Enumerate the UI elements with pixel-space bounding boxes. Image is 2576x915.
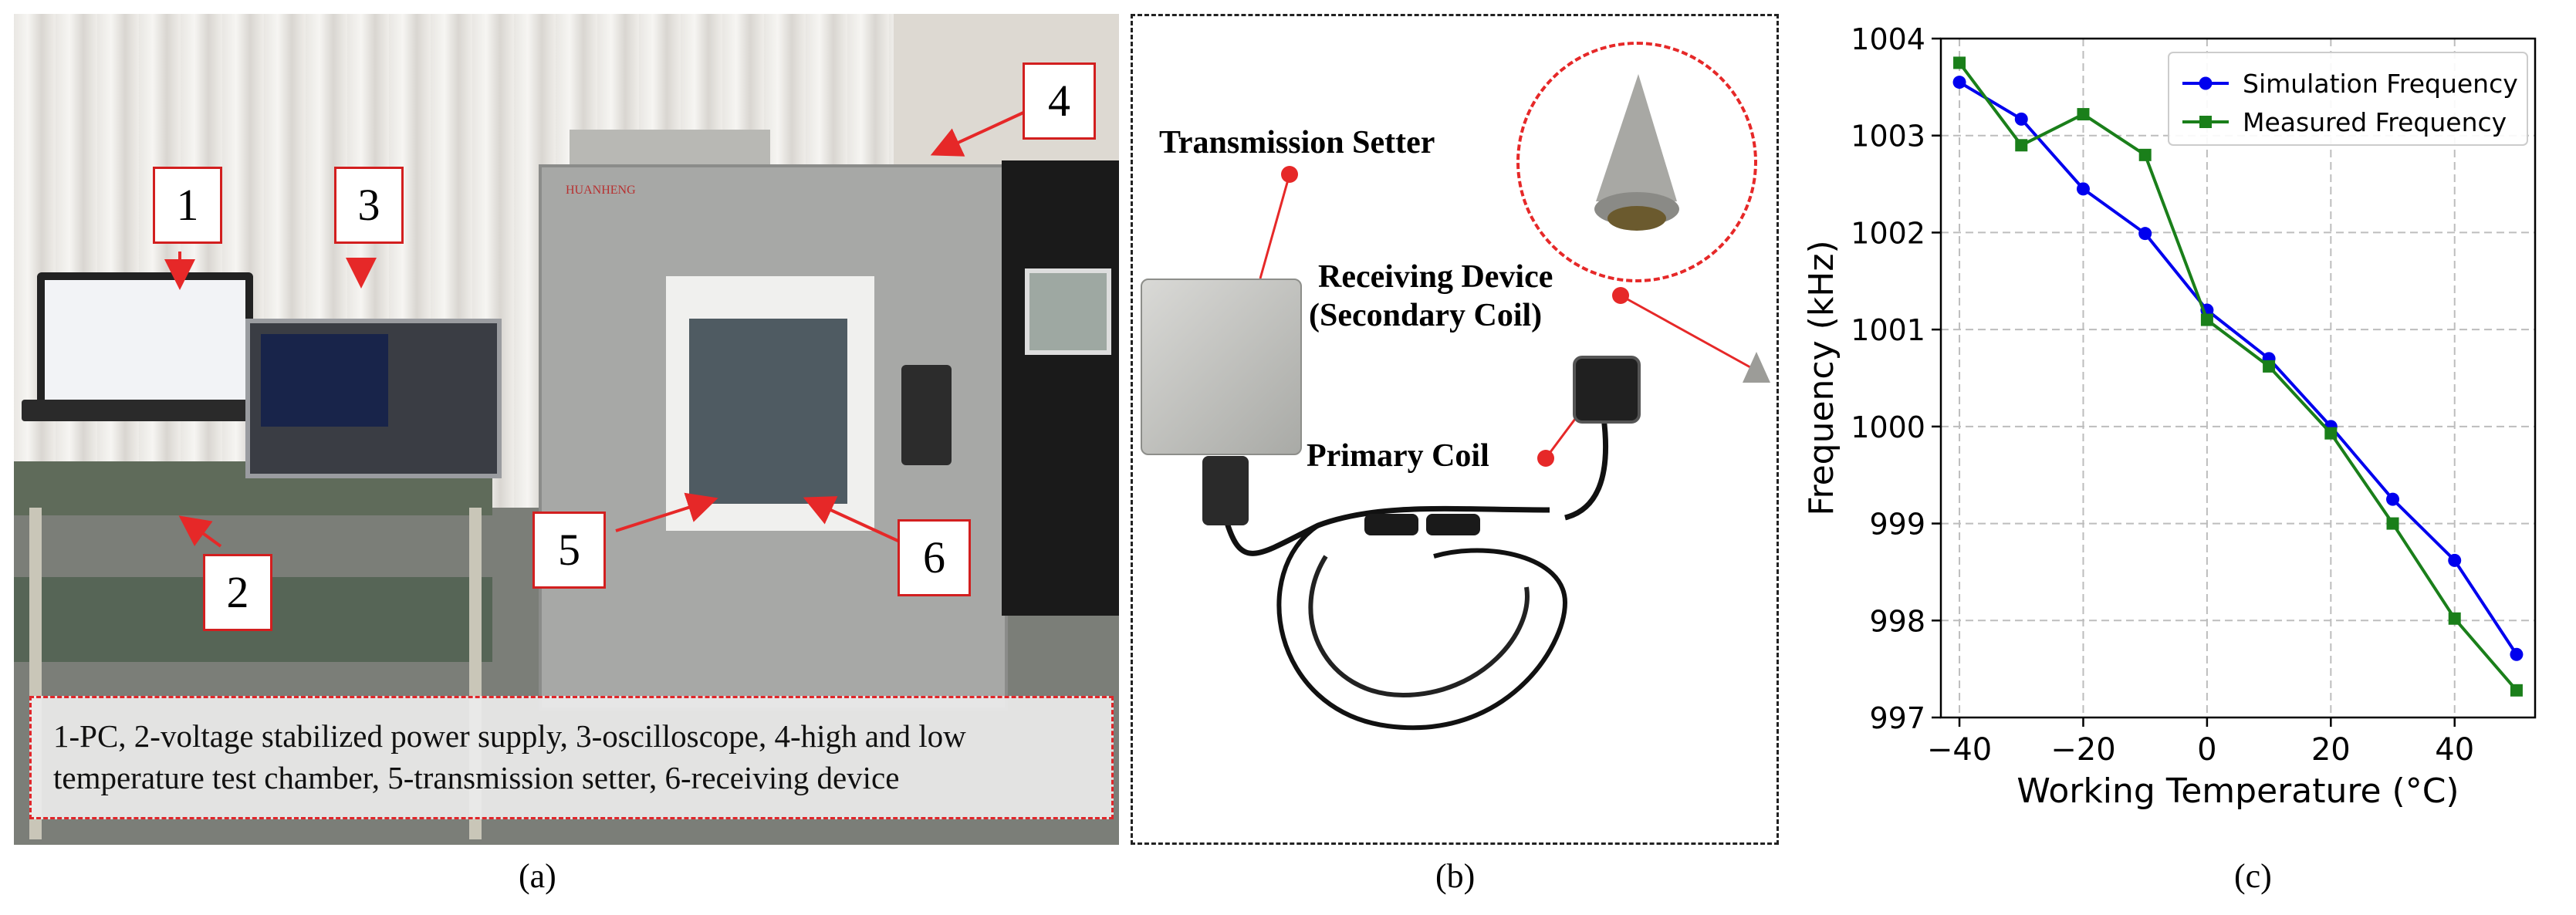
x-tick-label: 0	[2197, 732, 2216, 768]
setup-legend-caption: 1-PC, 2-voltage stabilized power supply,…	[29, 696, 1114, 819]
primary-coil-device	[1573, 356, 1641, 424]
y-tick-label: 1000	[1851, 410, 1925, 444]
y-tick-label: 999	[1869, 508, 1925, 542]
caption-line-1: 1-PC, 2-voltage stabilized power supply,…	[53, 718, 966, 754]
y-tick-label: 1004	[1851, 22, 1925, 56]
legend-entry-label: Simulation Frequency	[2243, 69, 2518, 99]
data-point-measured	[2386, 517, 2399, 530]
data-point-simulation	[2386, 492, 2400, 506]
device-photo: Transmission Setter Receiving Device (Se…	[1131, 14, 1779, 845]
chamber-handle	[901, 365, 952, 465]
panel-label-b: (b)	[1435, 857, 1476, 895]
legend-entry-label: Measured Frequency	[2243, 107, 2507, 137]
data-point-measured	[2138, 148, 2152, 161]
plot-frame	[1939, 37, 2537, 719]
data-point-measured	[2077, 108, 2090, 121]
y-tick-label: 1002	[1851, 216, 1925, 250]
series-line-1	[1959, 80, 2518, 656]
oscilloscope	[245, 319, 502, 478]
panel-label-c: (c)	[2234, 857, 2272, 895]
annotation-arrows	[164, 111, 1024, 548]
chamber-vent	[570, 130, 770, 164]
x-tick-label: −40	[1927, 732, 1992, 768]
data-point-measured	[2015, 139, 2028, 152]
x-tick-label: −20	[2050, 732, 2115, 768]
tag-2: 2	[203, 554, 272, 631]
x-tick-label: 40	[2435, 732, 2474, 768]
data-point-simulation	[2510, 647, 2524, 661]
chamber-control-panel	[1002, 160, 1119, 616]
data-point-simulation	[2138, 227, 2152, 241]
legend-marker-square	[2199, 116, 2212, 128]
y-axis-label: Frequency (kHz)	[1802, 240, 1841, 515]
tag-5: 5	[532, 512, 606, 589]
y-tick-label: 1001	[1851, 313, 1925, 347]
data-point-simulation	[2076, 182, 2090, 196]
arrow-6	[803, 496, 902, 544]
cable-connector	[1202, 456, 1249, 525]
x-tick-label: 20	[2311, 732, 2351, 768]
y-tick-label: 998	[1869, 604, 1925, 638]
data-point-measured	[1953, 56, 1966, 69]
data-point-measured	[2200, 313, 2213, 326]
tag-4: 4	[1023, 62, 1096, 140]
data-point-measured	[2510, 684, 2523, 697]
legend-box	[2168, 52, 2528, 146]
label-receiving-device: Receiving Device	[1318, 259, 1553, 295]
data-point-simulation	[2014, 112, 2028, 126]
legend-marker-circle	[2199, 76, 2213, 90]
chamber-brand: HUANHENG	[566, 184, 636, 197]
frequency-chart: −40 −20 0 20 40 997 998 999 1000 1001 1002 1003 1004…	[1790, 0, 2576, 849]
label-secondary-coil: (Secondary Coil)	[1309, 298, 1543, 333]
caption-line-2: temperature test chamber, 5-transmission…	[53, 760, 900, 795]
tag-3: 3	[334, 167, 404, 244]
secondary-coil-zoom-circle	[1516, 42, 1757, 282]
arrow-4	[930, 111, 1024, 157]
frequency-chart-svg: −40 −20 0 20 40 997 998 999 1000 1001 1002 1003 1004…	[1802, 22, 2537, 811]
transmission-setter-box	[1141, 279, 1302, 455]
chamber-window	[689, 319, 847, 504]
tag-1: 1	[153, 167, 222, 244]
arrow-5	[615, 492, 718, 532]
y-tick-label: 1003	[1851, 120, 1925, 154]
oscilloscope-screen	[261, 334, 388, 427]
data-point-measured	[2448, 612, 2461, 625]
arrow-2	[178, 515, 222, 548]
x-axis-label: Working Temperature (°C)	[2017, 772, 2459, 811]
pc-laptop-base	[22, 400, 261, 421]
data-point-simulation	[2448, 553, 2462, 567]
secondary-coil-cone	[1743, 352, 1770, 383]
panel-label-a: (a)	[519, 857, 556, 895]
lab-setup-photo: HUANHENG 1 2 3 4 5 6 1-PC, 2-voltage sta…	[14, 14, 1119, 845]
data-point-measured	[2263, 360, 2276, 373]
control-panel-screen	[1025, 268, 1111, 355]
y-tick-label: 997	[1869, 701, 1925, 735]
label-primary-coil: Primary Coil	[1307, 438, 1489, 474]
tag-6: 6	[898, 519, 971, 596]
data-point-measured	[2324, 427, 2338, 440]
label-transmission-setter: Transmission Setter	[1159, 125, 1435, 160]
series-line-2	[1958, 62, 2518, 692]
data-point-simulation	[1952, 76, 1966, 89]
